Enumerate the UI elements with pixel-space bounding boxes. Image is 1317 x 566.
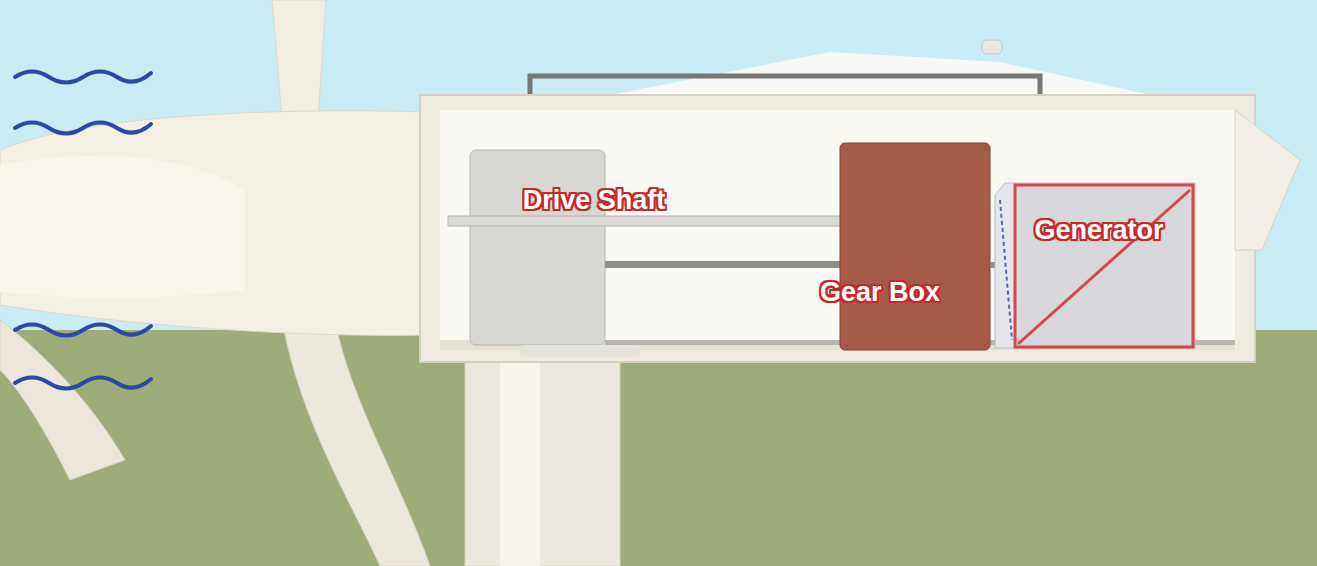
drive-shaft <box>448 216 850 226</box>
part-label: Gear Box <box>820 277 940 308</box>
part-label: Generator <box>1034 215 1163 246</box>
grass <box>0 330 1317 566</box>
nose-cone <box>0 111 430 336</box>
wind-lines <box>15 72 151 389</box>
hub-front <box>0 156 245 298</box>
blade-left <box>0 320 125 480</box>
handle-rail <box>530 76 1040 97</box>
part-label: Drive Shaft <box>523 185 666 216</box>
roof-cap <box>982 40 1002 54</box>
tower <box>465 345 620 566</box>
gear-box <box>840 143 990 350</box>
wind-line <box>15 378 151 389</box>
blade-up <box>272 0 326 120</box>
wind-line <box>15 325 151 336</box>
yaw-ring <box>520 345 640 357</box>
nacelle-tail <box>1235 110 1300 250</box>
main-bearing <box>470 150 605 345</box>
drive-shaft-lower <box>605 261 850 268</box>
generator-housing <box>995 183 1195 348</box>
tower-highlight <box>500 345 540 566</box>
wind-line <box>15 123 151 134</box>
wind-line <box>15 72 151 83</box>
blade-down <box>282 320 430 566</box>
warning-print <box>1000 200 1012 340</box>
generator-face <box>1015 185 1193 347</box>
nacelle-housing <box>420 95 1255 362</box>
warning-stripe <box>1018 190 1190 344</box>
